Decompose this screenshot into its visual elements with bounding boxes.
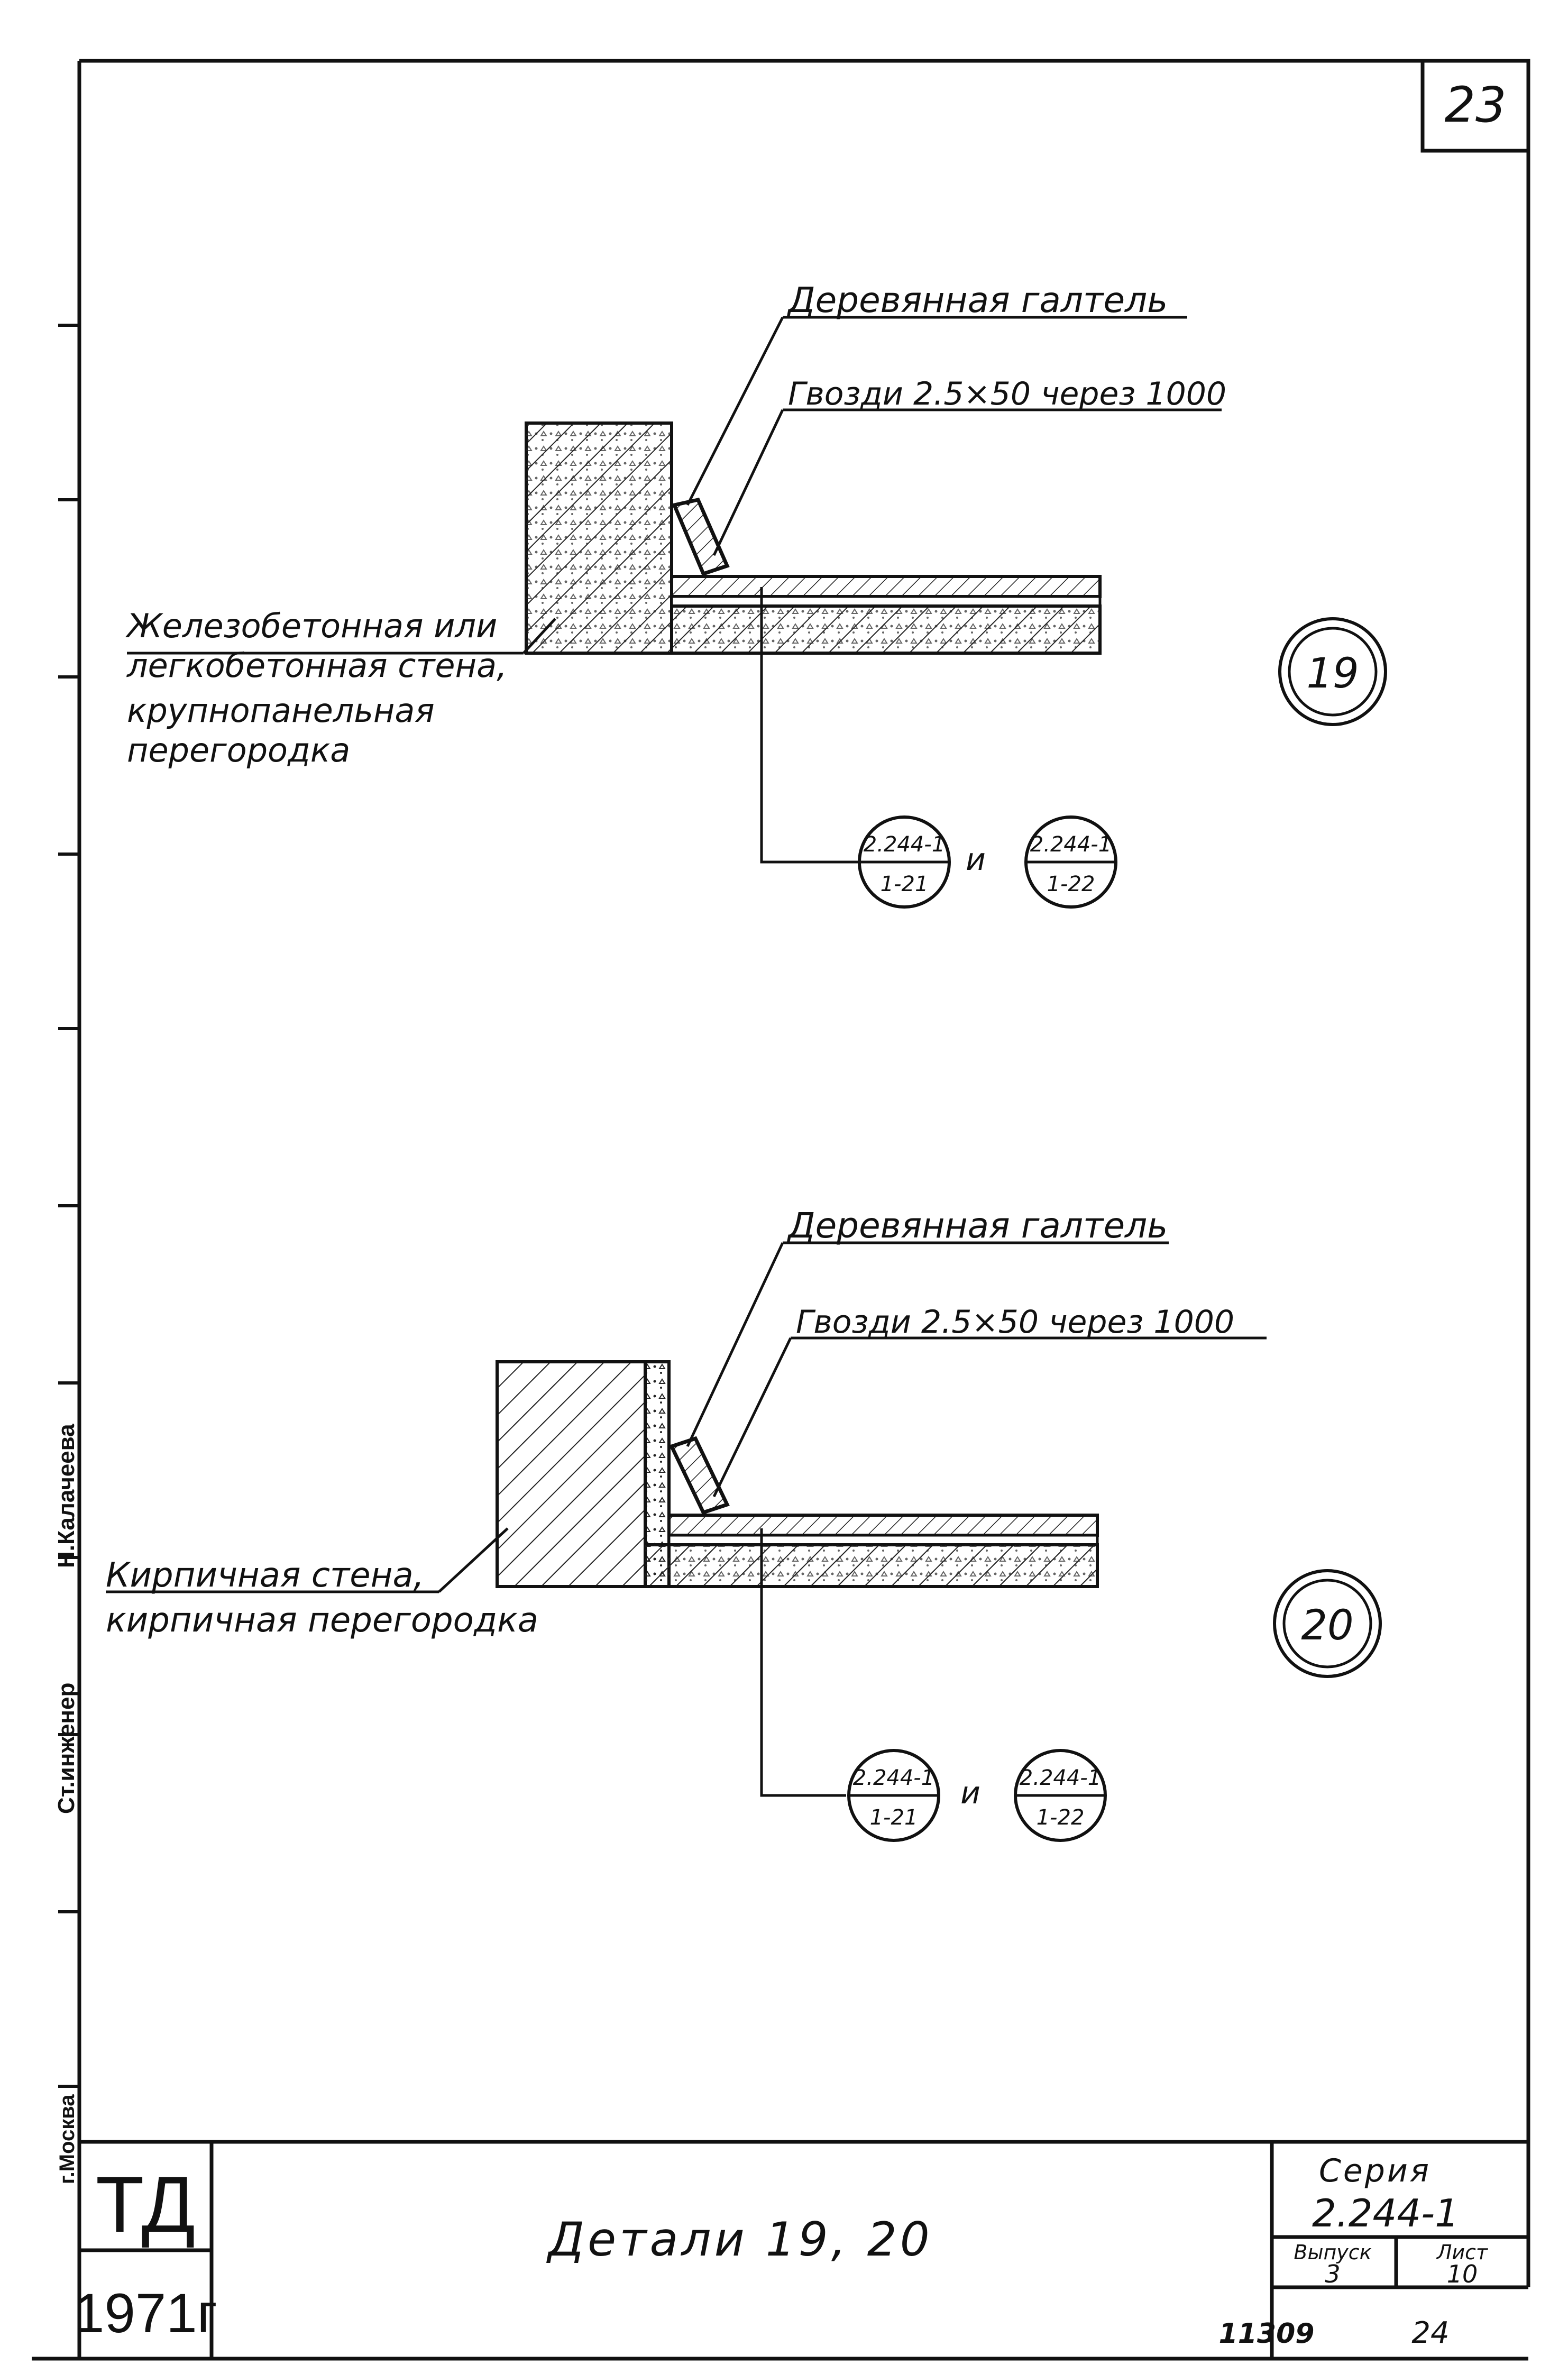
- svg-text:19: 19: [1306, 650, 1359, 698]
- svg-text:2.244-1: 2.244-1: [853, 1766, 934, 1790]
- issue-label: Выпуск: [1294, 2241, 1371, 2264]
- engineer-name: Н.Калачеева: [53, 1424, 79, 1568]
- wall-label-line3: крупнопанельная: [127, 691, 435, 730]
- detail-marker-19: 19: [1278, 617, 1387, 726]
- reference-joiner: и: [960, 1775, 980, 1811]
- reference-bubble-right: 2.244-1 1-22: [1014, 1749, 1107, 1842]
- reference-bubble-left: 2.244-1 1-21: [858, 815, 951, 909]
- svg-text:1-21: 1-21: [870, 1805, 918, 1830]
- reference-bubble-right: 2.244-1 1-22: [1024, 815, 1117, 909]
- sheet-frame: [32, 59, 1530, 2361]
- reference-joiner: и: [966, 841, 986, 877]
- svg-text:2.244-1: 2.244-1: [864, 832, 945, 857]
- detail-marker-20: 20: [1273, 1569, 1382, 1678]
- issue-value: 3: [1325, 2260, 1340, 2288]
- floor-board: [667, 1514, 1099, 1537]
- city-stamp: г.Москва: [56, 2094, 79, 2184]
- wall-label-line2: кирпичная перегородка: [106, 1601, 538, 1640]
- fillet-label: Деревянная галтель: [786, 1205, 1168, 1246]
- side-stamps: Н.Калачеева Ст.инженер г.Москва: [53, 1424, 79, 2184]
- wall-label-line1: Железобетонная или: [125, 607, 497, 645]
- sheet-label: Лист: [1436, 2241, 1489, 2264]
- fillet-label: Деревянная галтель: [786, 280, 1168, 320]
- sheet-value: 10: [1447, 2260, 1478, 2288]
- series-value: 2.244-1: [1312, 2191, 1459, 2235]
- sheet-number: 23: [1444, 77, 1506, 133]
- org-stamp: ТД: [96, 2160, 195, 2249]
- nails-label: Гвозди 2.5×50 через 1000: [788, 375, 1226, 413]
- page-number: 24: [1411, 2316, 1449, 2350]
- series-label: Серия: [1319, 2152, 1431, 2189]
- wall-label-line4: перегородка: [127, 731, 350, 769]
- detail-20: Деревянная галтель Гвозди 2.5×50 через 1…: [106, 1205, 1382, 1842]
- sheet-number-box: 23: [1420, 59, 1530, 153]
- floor-board: [670, 575, 1102, 598]
- detail-19: Деревянная галтель Гвозди 2.5×50 через 1…: [125, 280, 1387, 909]
- wooden-fillet: [669, 1436, 730, 1515]
- svg-text:1-22: 1-22: [1037, 1805, 1085, 1830]
- svg-text:1-21: 1-21: [881, 872, 929, 896]
- svg-text:20: 20: [1301, 1602, 1353, 1649]
- svg-text:2.244-1: 2.244-1: [1030, 832, 1112, 857]
- margin-ticks: [58, 324, 79, 2088]
- engineer-role: Ст.инженер: [53, 1683, 79, 1814]
- svg-text:1-22: 1-22: [1047, 872, 1095, 896]
- title-block: ТД 1971г Детали 19, 20 Серия 2.244-1 Вып…: [74, 2140, 1528, 2359]
- year-stamp: 1971г: [74, 2283, 217, 2344]
- svg-text:2.244-1: 2.244-1: [1020, 1766, 1101, 1790]
- wall-label-line1: Кирпичная стена,: [106, 1556, 424, 1595]
- wooden-fillet: [672, 497, 730, 576]
- brick-wall: [496, 1360, 647, 1588]
- drawing-title: Детали 19, 20: [546, 2212, 932, 2267]
- reference-bubble-left: 2.244-1 1-21: [847, 1749, 940, 1842]
- nails-label: Гвозди 2.5×50 через 1000: [796, 1304, 1234, 1341]
- wall-label-line2: легкобетонная стена,: [126, 646, 507, 685]
- inventory-number: 11309: [1219, 2318, 1315, 2350]
